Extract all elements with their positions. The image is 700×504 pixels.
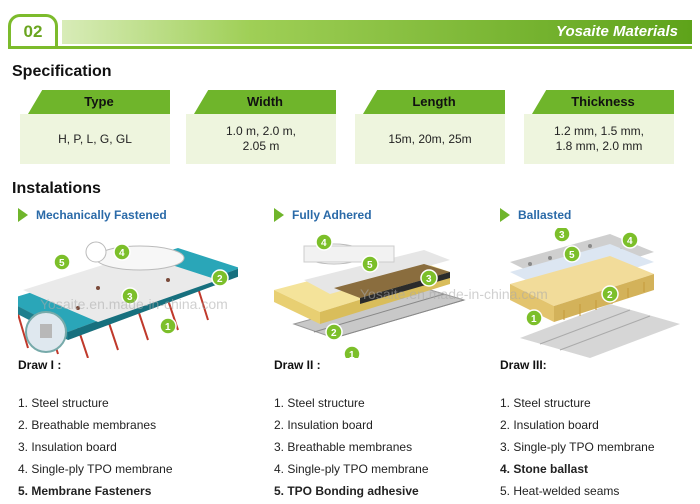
- list-item: 2. Insulation board: [500, 418, 599, 432]
- method-title: Ballasted: [518, 208, 572, 222]
- fully-adhered-diagram: 1 2 3 4 5: [274, 233, 466, 358]
- spec-thickness-label: Thickness: [532, 90, 674, 114]
- draw-label: Draw II :: [274, 358, 321, 372]
- marker-2: 2: [607, 290, 613, 301]
- marker-4: 4: [627, 236, 633, 247]
- marker-4: 4: [321, 238, 327, 249]
- marker-3: 3: [559, 230, 565, 241]
- spec-width-label: Width: [194, 90, 336, 114]
- draw-label: Draw I :: [18, 358, 62, 372]
- installations-heading: Instalations: [12, 180, 101, 197]
- method-title: Fully Adhered: [292, 208, 372, 222]
- method-title: Mechanically Fastened: [36, 208, 167, 222]
- watermark: Yosaite.en.made-in-china.com: [40, 296, 228, 312]
- marker-1: 1: [349, 350, 355, 358]
- spec-length-label: Length: [363, 90, 505, 114]
- list-item: 5. TPO Bonding adhesive: [274, 484, 419, 498]
- spec-length-value: 15m, 20m, 25m: [355, 114, 505, 164]
- marker-5: 5: [367, 260, 373, 271]
- method-fully-adhered: Fully Adhered 1 2 3 4 5 Draw II : 1. Ste…: [274, 204, 494, 504]
- marker-2: 2: [331, 328, 337, 339]
- marker-5: 5: [569, 250, 575, 261]
- marker-1: 1: [165, 322, 171, 333]
- method-title-row: Ballasted: [500, 206, 571, 224]
- list-item: 1. Steel structure: [18, 396, 109, 410]
- list-item: 1. Steel structure: [500, 396, 591, 410]
- spec-type: Type H, P, L, G, GL: [20, 90, 170, 164]
- watermark: Yosaite.en.made-in-china.com: [360, 286, 548, 302]
- list-item: 5. Heat-welded seams: [500, 484, 620, 498]
- brand-bar: Yosaite Materials: [62, 20, 692, 44]
- list-item: 3. Breathable membranes: [274, 440, 413, 454]
- list-item: 4. Single-ply TPO membrane: [18, 462, 173, 476]
- ballasted-diagram: 1 2 3 4 5: [510, 228, 680, 358]
- page-header: 02 Yosaite Materials: [0, 0, 700, 52]
- marker-3: 3: [127, 292, 133, 303]
- component-list: 1. Steel structure 2. Insulation board 3…: [274, 392, 429, 502]
- spec-width-value: 1.0 m, 2.0 m, 2.05 m: [186, 114, 336, 164]
- bullet-arrow-icon: [274, 208, 284, 222]
- marker-2: 2: [217, 274, 223, 285]
- method-ballasted: Ballasted 1 2 3 4 5 Draw III: 1. Steel s…: [500, 204, 700, 504]
- spec-length: Length 15m, 20m, 25m: [355, 90, 505, 164]
- bullet-arrow-icon: [500, 208, 510, 222]
- spec-thickness-value: 1.2 mm, 1.5 mm, 1.8 mm, 2.0 mm: [524, 114, 674, 164]
- method-title-row: Fully Adhered: [274, 206, 372, 224]
- list-item: 3. Insulation board: [18, 440, 117, 454]
- method-mechanically-fastened: Mechanically Fastened 1 2 3 4 5 Draw I :…: [18, 204, 238, 504]
- header-divider: [8, 46, 692, 49]
- draw-label: Draw III:: [500, 358, 547, 372]
- list-item: 4. Single-ply TPO membrane: [274, 462, 429, 476]
- spec-type-label: Type: [28, 90, 170, 114]
- spec-width: Width 1.0 m, 2.0 m, 2.05 m: [186, 90, 336, 164]
- mechanically-fastened-diagram: 1 2 3 4 5: [18, 241, 238, 358]
- section-number-badge: 02: [8, 14, 58, 48]
- method-title-row: Mechanically Fastened: [18, 206, 167, 224]
- list-item: 5. Membrane Fasteners: [18, 484, 152, 498]
- marker-1: 1: [531, 314, 537, 325]
- spec-thickness: Thickness 1.2 mm, 1.5 mm, 1.8 mm, 2.0 mm: [524, 90, 674, 164]
- list-item: 3. Single-ply TPO membrane: [500, 440, 655, 454]
- brand-name: Yosaite Materials: [556, 23, 678, 40]
- list-item: 1. Steel structure: [274, 396, 365, 410]
- marker-3: 3: [426, 274, 432, 285]
- list-item: 4. Stone ballast: [500, 462, 589, 476]
- section-number: 02: [23, 22, 43, 41]
- list-item: 2. Insulation board: [274, 418, 373, 432]
- marker-4: 4: [119, 248, 125, 259]
- component-list: 1. Steel structure 2. Insulation board 3…: [500, 392, 655, 502]
- specification-heading: Specification: [12, 63, 112, 80]
- bullet-arrow-icon: [18, 208, 28, 222]
- marker-5: 5: [59, 258, 65, 269]
- list-item: 2. Breathable membranes: [18, 418, 157, 432]
- component-list: 1. Steel structure 2. Breathable membran…: [18, 392, 173, 502]
- spec-type-value: H, P, L, G, GL: [20, 114, 170, 164]
